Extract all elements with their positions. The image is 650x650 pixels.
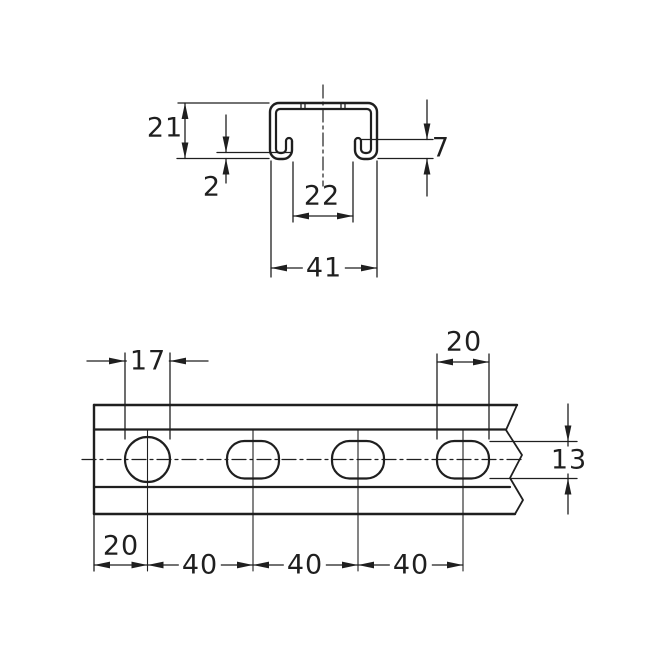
dim-label-pitch-b: 40 — [283, 551, 327, 579]
dim-label-slot-length: 20 — [445, 326, 483, 358]
plan-extension-lines — [93, 352, 578, 572]
right-lip-cap — [353, 136, 363, 143]
plan-arrowheads — [94, 357, 572, 569]
hole-centerlines — [146, 429, 464, 572]
cross-section-arrowheads — [181, 103, 431, 272]
plan-view — [81, 352, 578, 572]
dim-label-profile-height: 21 — [146, 112, 184, 144]
dim-label-hole-diameter: 17 — [126, 347, 170, 375]
cross-section-extension-lines — [176, 102, 434, 278]
dim-label-lip-height: 7 — [431, 132, 451, 164]
top-face-ticks — [300, 102, 346, 110]
dim-label-slot-width: 13 — [547, 446, 591, 474]
dim-label-pitch-c: 40 — [389, 551, 433, 579]
dim-label-pitch-a: 40 — [178, 551, 222, 579]
dim-label-overall-width: 41 — [302, 254, 346, 282]
plan-dimension-lines — [86, 360, 569, 566]
left-lip-cap — [284, 136, 294, 143]
dim-label-slot-opening: 22 — [303, 180, 341, 212]
break-line — [505, 404, 524, 515]
dim-label-thickness: 2 — [202, 171, 222, 203]
dim-label-end-distance: 20 — [102, 530, 140, 562]
